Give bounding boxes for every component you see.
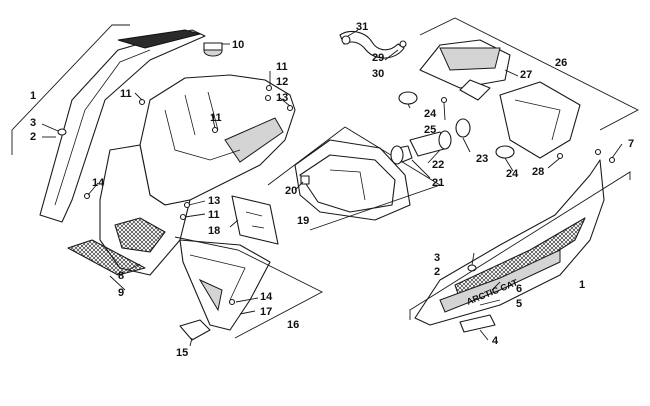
callout-3-left: 3 (30, 117, 36, 129)
intake-hose (339, 30, 407, 59)
callout-5: 5 (516, 298, 522, 310)
callout-1-right: 1 (579, 279, 585, 291)
belly-bracket (174, 236, 323, 339)
intake-boot (390, 130, 452, 165)
silencer-bracket (419, 17, 639, 131)
callout-24-b: 24 (506, 168, 519, 180)
callout-27: 27 (520, 69, 532, 81)
callout-11-b: 11 (276, 61, 288, 73)
trim-panel (231, 195, 279, 245)
callout-15: 15 (176, 347, 188, 359)
callout-1-left: 1 (30, 90, 36, 102)
callout-24-a: 24 (424, 108, 437, 120)
air-intake-grille (67, 239, 146, 276)
callout-10: 10 (232, 39, 244, 51)
callout-21: 21 (432, 177, 444, 189)
callout-14-b: 14 (260, 291, 273, 303)
callout-30: 30 (372, 68, 384, 80)
callout-20: 20 (285, 185, 297, 197)
callout-3-right: 3 (434, 252, 440, 264)
callout-22: 22 (432, 159, 444, 171)
right-panel-bracket (409, 171, 631, 320)
callout-26: 26 (555, 57, 567, 69)
callout-16: 16 (287, 319, 299, 331)
callout-12: 12 (276, 76, 288, 88)
callout-28: 28 (532, 166, 544, 178)
left-side-panel (39, 29, 206, 223)
filler-cap (203, 42, 223, 57)
callout-11-d: 11 (208, 209, 220, 221)
air-box (294, 139, 411, 221)
callout-14-a: 14 (92, 177, 105, 189)
callout-18: 18 (208, 225, 220, 237)
callout-25: 25 (424, 124, 436, 136)
callout-17: 17 (260, 306, 272, 318)
callout-11-c: 11 (210, 112, 222, 124)
callout-23: 23 (476, 153, 488, 165)
callout-4: 4 (492, 335, 499, 347)
fastener-7 (594, 148, 616, 164)
callout-2-left: 2 (30, 131, 36, 143)
callout-29: 29 (372, 52, 384, 64)
callout-13-a: 13 (276, 92, 288, 104)
callout-8: 8 (118, 270, 124, 282)
hood-assembly (99, 74, 296, 276)
callout-labels: 1 3 2 10 11 11 12 13 11 14 13 11 18 8 9 … (30, 21, 634, 359)
right-side-panel (414, 159, 605, 333)
callout-6: 6 (516, 283, 522, 295)
callout-19: 19 (297, 215, 309, 227)
belly-pan (179, 239, 271, 341)
callout-31: 31 (356, 21, 368, 33)
fasteners (83, 84, 294, 306)
callout-11-a: 11 (120, 88, 132, 100)
leader-lines (41, 29, 623, 347)
callout-2-right: 2 (434, 266, 440, 278)
intake-silencer (398, 39, 581, 160)
left-panel-bracket (11, 24, 130, 155)
callout-13-b: 13 (208, 195, 220, 207)
callout-9: 9 (118, 287, 124, 299)
callout-7: 7 (628, 138, 634, 150)
